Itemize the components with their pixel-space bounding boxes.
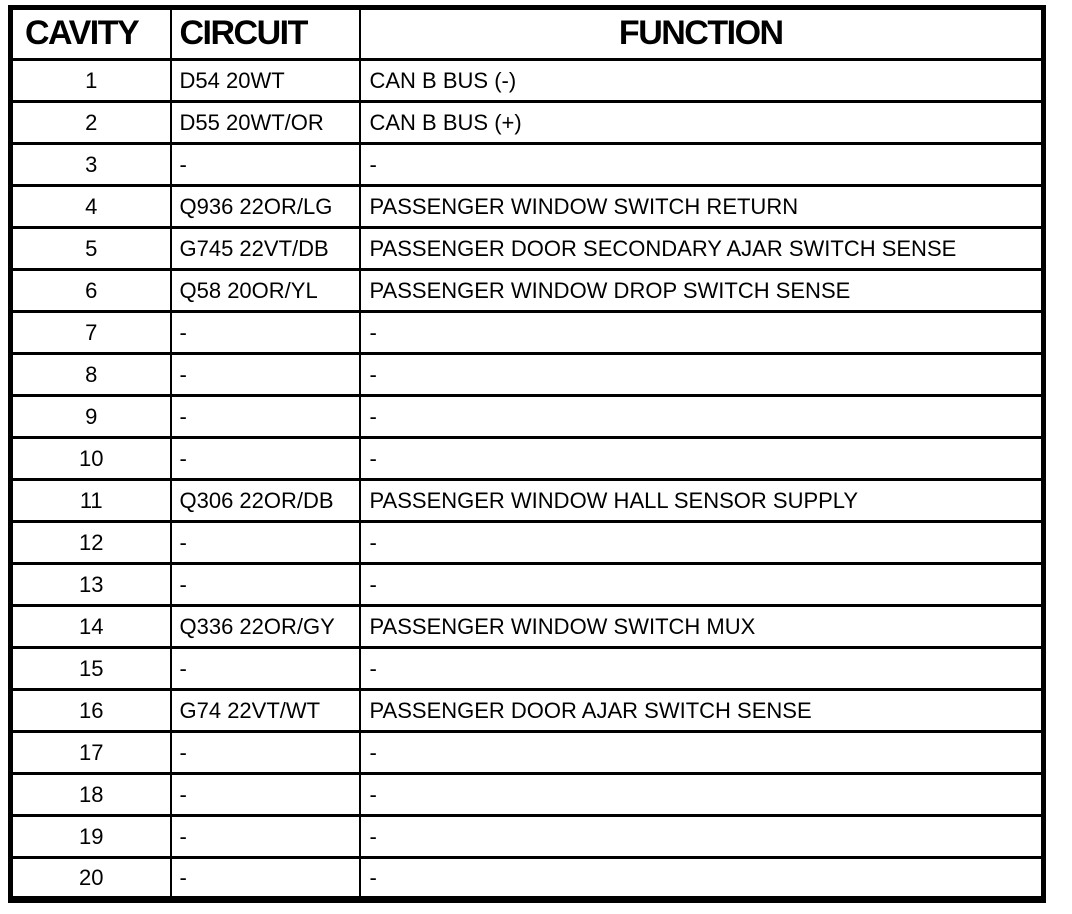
circuit-cell: G74 22VT/WT [169, 688, 361, 733]
circuit-cell: Q58 20OR/YL [169, 268, 361, 313]
table-row: 6 Q58 20OR/YL PASSENGER WINDOW DROP SWIT… [9, 268, 1045, 313]
cavity-cell: 9 [9, 394, 172, 439]
function-cell: PASSENGER DOOR AJAR SWITCH SENSE [358, 688, 1045, 733]
circuit-cell: D54 20WT [169, 58, 361, 103]
circuit-cell: Q306 22OR/DB [169, 478, 361, 523]
function-cell: - [358, 814, 1045, 859]
circuit-cell: - [169, 646, 361, 691]
circuit-cell: Q336 22OR/GY [169, 604, 361, 649]
function-cell: - [358, 142, 1045, 187]
cavity-cell: 4 [9, 184, 172, 229]
function-cell: - [358, 730, 1045, 775]
pinout-table: CAVITY CIRCUIT FUNCTION 1 D54 20WT CAN B… [8, 5, 1046, 903]
table-row: 20 - - [9, 856, 1045, 901]
circuit-cell: - [169, 394, 361, 439]
column-header-circuit: CIRCUIT [169, 6, 361, 61]
table-row: 11 Q306 22OR/DB PASSENGER WINDOW HALL SE… [9, 478, 1045, 523]
function-cell: - [358, 772, 1045, 817]
function-cell: PASSENGER DOOR SECONDARY AJAR SWITCH SEN… [358, 226, 1045, 271]
circuit-cell: - [169, 436, 361, 481]
table-header-row: CAVITY CIRCUIT FUNCTION [9, 6, 1045, 61]
circuit-cell: - [169, 856, 361, 901]
circuit-cell: D55 20WT/OR [169, 100, 361, 145]
circuit-cell: - [169, 352, 361, 397]
cavity-cell: 16 [9, 688, 172, 733]
cavity-cell: 10 [9, 436, 172, 481]
table-row: 13 - - [9, 562, 1045, 607]
circuit-cell: G745 22VT/DB [169, 226, 361, 271]
function-cell: PASSENGER WINDOW SWITCH RETURN [358, 184, 1045, 229]
function-cell: CAN B BUS (-) [358, 58, 1045, 103]
cavity-cell: 13 [9, 562, 172, 607]
circuit-cell: - [169, 562, 361, 607]
function-cell: - [358, 436, 1045, 481]
table-row: 16 G74 22VT/WT PASSENGER DOOR AJAR SWITC… [9, 688, 1045, 733]
function-cell: CAN B BUS (+) [358, 100, 1045, 145]
table-row: 1 D54 20WT CAN B BUS (-) [9, 58, 1045, 103]
table-row: 10 - - [9, 436, 1045, 481]
cavity-cell: 18 [9, 772, 172, 817]
circuit-cell: - [169, 814, 361, 859]
cavity-cell: 17 [9, 730, 172, 775]
table-row: 8 - - [9, 352, 1045, 397]
cavity-cell: 5 [9, 226, 172, 271]
cavity-cell: 19 [9, 814, 172, 859]
cavity-cell: 6 [9, 268, 172, 313]
table-row: 5 G745 22VT/DB PASSENGER DOOR SECONDARY … [9, 226, 1045, 271]
column-header-function: FUNCTION [358, 6, 1045, 61]
circuit-cell: - [169, 730, 361, 775]
function-cell: - [358, 520, 1045, 565]
circuit-cell: - [169, 310, 361, 355]
cavity-cell: 14 [9, 604, 172, 649]
function-cell: - [358, 352, 1045, 397]
function-cell: PASSENGER WINDOW SWITCH MUX [358, 604, 1045, 649]
function-cell: - [358, 856, 1045, 901]
cavity-cell: 15 [9, 646, 172, 691]
cavity-cell: 11 [9, 478, 172, 523]
circuit-cell: - [169, 772, 361, 817]
cavity-cell: 8 [9, 352, 172, 397]
table-row: 14 Q336 22OR/GY PASSENGER WINDOW SWITCH … [9, 604, 1045, 649]
cavity-cell: 3 [9, 142, 172, 187]
cavity-cell: 2 [9, 100, 172, 145]
cavity-cell: 20 [9, 856, 172, 901]
table-row: 3 - - [9, 142, 1045, 187]
table-row: 17 - - [9, 730, 1045, 775]
cavity-cell: 7 [9, 310, 172, 355]
table-row: 15 - - [9, 646, 1045, 691]
table-row: 2 D55 20WT/OR CAN B BUS (+) [9, 100, 1045, 145]
table-row: 4 Q936 22OR/LG PASSENGER WINDOW SWITCH R… [9, 184, 1045, 229]
function-cell: - [358, 562, 1045, 607]
table-row: 12 - - [9, 520, 1045, 565]
table-row: 18 - - [9, 772, 1045, 817]
function-cell: PASSENGER WINDOW HALL SENSOR SUPPLY [358, 478, 1045, 523]
function-cell: PASSENGER WINDOW DROP SWITCH SENSE [358, 268, 1045, 313]
table-row: 9 - - [9, 394, 1045, 439]
function-cell: - [358, 394, 1045, 439]
function-cell: - [358, 646, 1045, 691]
circuit-cell: - [169, 520, 361, 565]
function-cell: - [358, 310, 1045, 355]
table-row: 19 - - [9, 814, 1045, 859]
column-header-cavity: CAVITY [9, 6, 172, 61]
table-row: 7 - - [9, 310, 1045, 355]
cavity-cell: 1 [9, 58, 172, 103]
circuit-cell: Q936 22OR/LG [169, 184, 361, 229]
circuit-cell: - [169, 142, 361, 187]
cavity-cell: 12 [9, 520, 172, 565]
